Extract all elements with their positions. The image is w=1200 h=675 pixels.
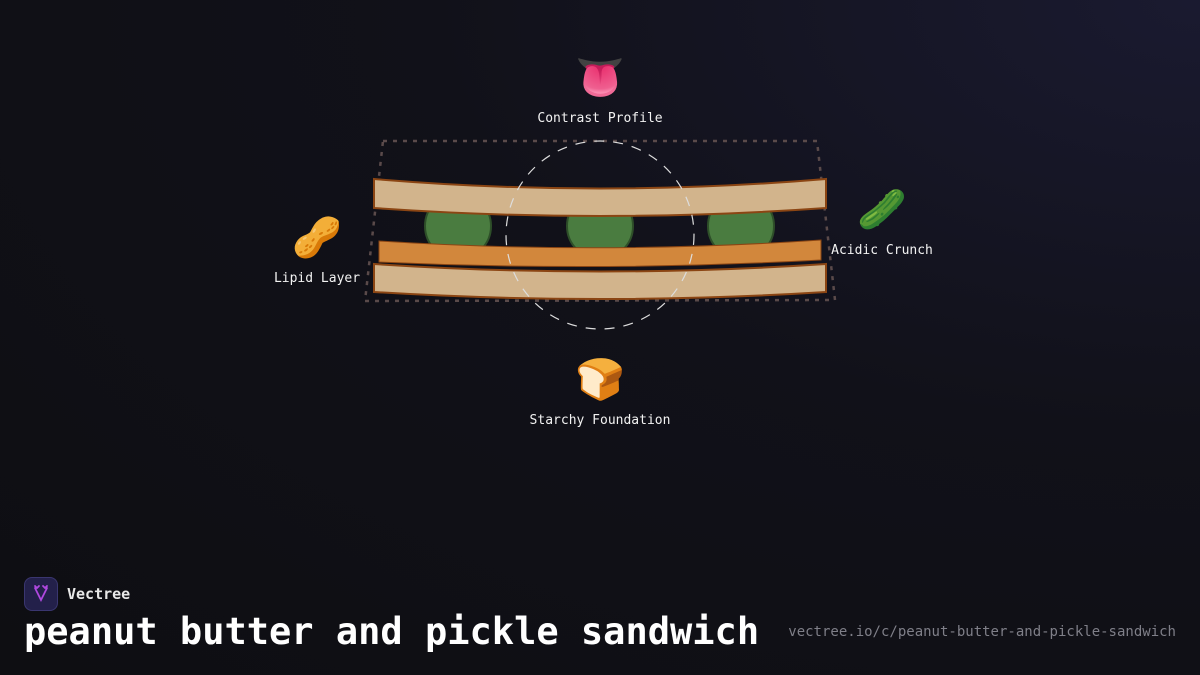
node-label-acidic-crunch: Acidic Crunch — [831, 243, 933, 258]
page-title: peanut butter and pickle sandwich — [24, 610, 760, 653]
source-url: vectree.io/c/peanut-butter-and-pickle-sa… — [788, 624, 1176, 640]
brand-name: Vectree — [67, 585, 131, 603]
node-label-lipid-layer: Lipid Layer — [273, 271, 361, 286]
tongue-icon: 👅 — [575, 55, 625, 101]
cucumber-icon: 🥒 — [857, 187, 907, 233]
node-label-contrast-profile: Contrast Profile — [537, 111, 663, 126]
bottom-bread-slice — [373, 262, 827, 300]
peanut-icon: 🥜 — [292, 215, 342, 261]
bread-icon: 🍞 — [575, 357, 625, 403]
focus-circle — [505, 140, 695, 330]
node-label-starchy-foundation: Starchy Foundation — [529, 413, 671, 428]
vectree-logo-icon — [24, 577, 58, 611]
top-bread-slice — [373, 177, 827, 217]
peanut-butter-layer — [378, 239, 822, 268]
brand: Vectree — [24, 577, 130, 611]
